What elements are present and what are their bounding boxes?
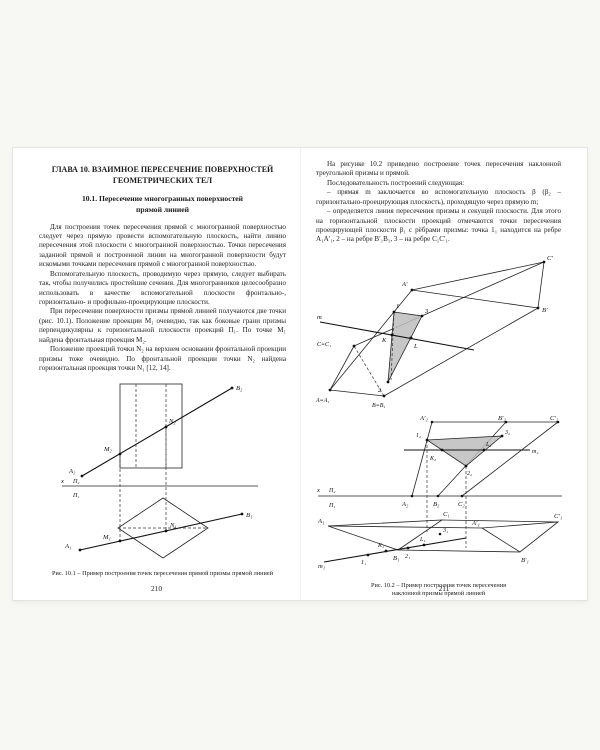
figb-label-pi1: П₁ — [328, 503, 335, 509]
figa-label-a-prime: A′ — [401, 281, 408, 288]
page-number-left: 210 — [150, 584, 163, 593]
fig101-label-m1: M₁ — [102, 534, 111, 541]
page-number-right: 211 — [438, 584, 450, 593]
figa-label-b-prime: B′ — [542, 307, 548, 314]
page-left: ГЛАВА 10. ВЗАИМНОЕ ПЕРЕСЕЧЕНИЕ ПОВЕРХНОС… — [13, 148, 300, 600]
figb-label-l1: L₁ — [419, 537, 425, 543]
figb-label-c2-prime: C′₂ — [550, 415, 559, 422]
fig101-label-b2: B₂ — [236, 385, 243, 392]
figb-label-3-2: 3₂ — [504, 430, 510, 436]
figb-label-a2: A₂ — [401, 501, 409, 508]
chapter-heading-line2: ГЕОМЕТРИЧЕСКИХ ТЕЛ — [112, 176, 213, 186]
figure-10-2-caption: Рис. 10.2 – Пример построения точек пере… — [316, 582, 561, 599]
chapter-heading-line1: ГЛАВА 10. ВЗАИМНОЕ ПЕРЕСЕЧЕНИЕ ПОВЕРХНОС… — [51, 165, 274, 174]
section-heading-line2: прямой линией — [136, 205, 189, 214]
fig101-label-m2: M₂ — [103, 446, 112, 453]
figa-label-2: 2 — [378, 387, 382, 394]
figb-label-m1: m₁ — [318, 563, 325, 570]
fig101-label-a1: A₁ — [64, 543, 71, 550]
figb-label-k1: K₁ — [377, 543, 384, 549]
figb-label-b1-prime: B′₁ — [521, 557, 529, 564]
section-heading: 10.1. Пересечение многогранных поверхнос… — [39, 194, 286, 215]
fig101-label-n1: N₁ — [169, 522, 177, 529]
figure-10-2-pictorial: m 1 3 K L 2 A′ B′ C′ C≡C₁ A≡A₁ B≡B₁ — [316, 255, 553, 409]
paragraph: Положение проекций точки N₂ на верхнем о… — [39, 345, 286, 372]
figure-10-1-caption: Рис. 10.1 – Пример построения точек пере… — [51, 570, 274, 578]
book-spread: ГЛАВА 10. ВЗАИМНОЕ ПЕРЕСЕЧЕНИЕ ПОВЕРХНОС… — [13, 148, 587, 600]
figb-label-m2: m₂ — [532, 449, 538, 455]
figure-10-2-caption-line2: наклонной призмы прямой линией — [391, 590, 486, 598]
paragraph: Для построения точек пересечения прямой … — [39, 222, 286, 269]
paragraph: При пересечении поверхности призмы прямо… — [39, 307, 286, 344]
figb-label-pi2: П₂ — [328, 488, 335, 494]
figa-label-c-prime: C′ — [547, 255, 553, 262]
fig101-label-x: x — [60, 478, 64, 485]
figure-10-2: m 1 3 K L 2 A′ B′ C′ C≡C₁ A≡A₁ B≡B₁ — [316, 250, 562, 578]
paragraph: Вспомогательную плоскость, проводимую че… — [39, 269, 286, 306]
fig101-label-pi1: П₁ — [72, 493, 79, 499]
list-item: – определяется линия пересечения призмы … — [316, 207, 561, 244]
figb-label-x: x — [316, 487, 320, 494]
figb-label-b2: B₂ — [433, 501, 440, 508]
figb-label-2-2: 2₂ — [467, 471, 472, 477]
figure-10-2-projections: x П₂ П₁ A′₂ B′₂ C′₂ A₂ B₂ C₂ 1₂ 3₂ 2₂ K₂… — [316, 415, 562, 570]
fig101-label-b1: B₁ — [246, 512, 252, 519]
figb-label-1-1: 1₁ — [361, 560, 366, 566]
figa-label-m: m — [317, 314, 322, 321]
figb-label-a1: A₁ — [317, 518, 324, 525]
figb-label-a1-prime: A′₁ — [471, 520, 480, 527]
figure-10-2-caption-line1: Рис. 10.2 – Пример построения точек пере… — [371, 581, 506, 589]
chapter-heading: ГЛАВА 10. ВЗАИМНОЕ ПЕРЕСЕЧЕНИЕ ПОВЕРХНОС… — [39, 164, 286, 186]
fig101-label-a2: A₂ — [68, 468, 76, 475]
figb-label-3-1: 3₁ — [442, 528, 448, 534]
figb-label-1-2: 1₂ — [416, 433, 421, 439]
paragraph: На рисунке 10.2 приведено построение точ… — [316, 160, 561, 178]
figure-10-1-drawing: B₂ N₂ M₂ A₂ x П₂ П₁ B₁ N₁ M₁ A₁ — [60, 383, 258, 559]
fig101-label-pi2: П₂ — [72, 479, 79, 485]
figb-label-c1: C₁ — [443, 511, 450, 518]
figb-label-2-1: 2₁ — [405, 554, 410, 560]
figa-label-k: K — [381, 337, 387, 344]
figa-label-1: 1 — [396, 303, 399, 310]
figb-label-k2: K₂ — [429, 456, 436, 462]
figure-10-1: B₂ N₂ M₂ A₂ x П₂ П₁ B₁ N₁ M₁ A₁ — [39, 378, 286, 566]
page-right: На рисунке 10.2 приведено построение точ… — [300, 148, 587, 600]
figa-label-l: L — [413, 343, 418, 350]
figa-label-c-c1: C≡C₁ — [317, 342, 331, 348]
figb-label-c2: C₂ — [458, 501, 465, 508]
section-heading-line1: 10.1. Пересечение многогранных поверхнос… — [81, 194, 244, 204]
figa-label-3: 3 — [424, 308, 429, 315]
figb-label-l2: L₂ — [485, 442, 491, 448]
figa-label-a-a1: A≡A₁ — [316, 398, 329, 404]
figb-label-b1: B₁ — [393, 555, 399, 562]
fig101-label-n2: N₂ — [168, 418, 176, 425]
paragraph: Последовательность построений следующая: — [327, 178, 465, 187]
figb-label-c1-prime: C′₁ — [554, 513, 562, 520]
list-item: – прямая m заключается во вспомогательну… — [316, 188, 561, 206]
figb-label-b2-prime: B′₂ — [498, 415, 506, 422]
figa-label-b-b1: B≡B₁ — [372, 403, 385, 409]
figb-label-a2-prime: A′₂ — [419, 415, 428, 422]
